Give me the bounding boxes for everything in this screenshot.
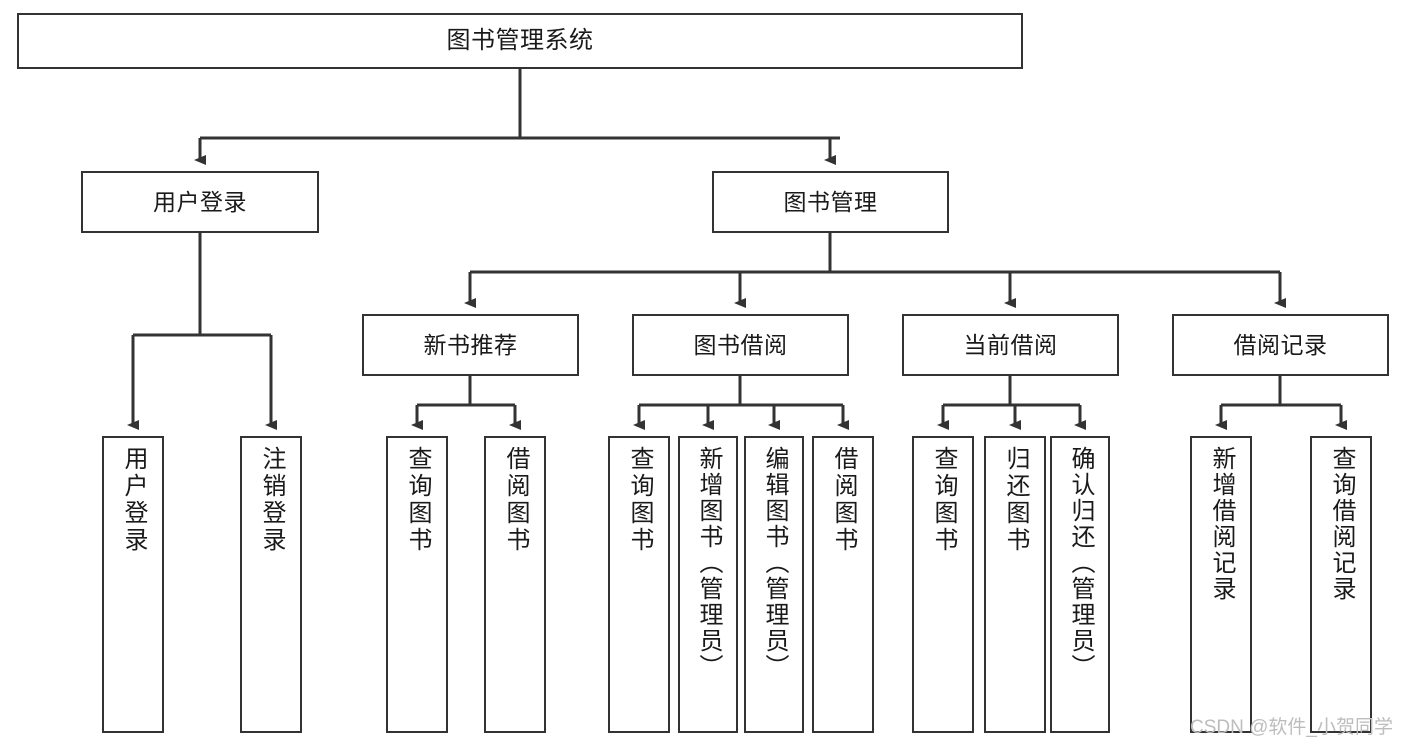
leaf-confirm-return-admin[interactable]: 确认归还（管理员）	[1050, 436, 1110, 733]
node-user-login[interactable]: 用户登录	[81, 171, 319, 233]
leaf-user-login[interactable]: 用户登录	[102, 436, 164, 733]
leaf-return-book-label: 归还图书	[1002, 446, 1029, 554]
leaf-borrow-book-label: 借阅图书	[830, 446, 857, 554]
edge-record-to-leaves	[1215, 376, 1347, 430]
leaf-add-book-admin[interactable]: 新增图书（管理员）	[678, 436, 738, 733]
leaf-query-book-current-label: 查询图书	[930, 446, 957, 554]
leaf-return-book[interactable]: 归还图书	[984, 436, 1046, 733]
leaf-add-borrow-record-label: 新增借阅记录	[1208, 446, 1235, 602]
csdn-watermark: CSDN @软件_小贺同学	[1190, 717, 1393, 738]
node-new-book-recommend-label: 新书推荐	[423, 331, 518, 358]
leaf-query-book-current[interactable]: 查询图书	[912, 436, 974, 733]
node-current-borrow[interactable]: 当前借阅	[902, 314, 1119, 376]
node-book-borrow-label: 图书借阅	[693, 331, 788, 358]
leaf-logout-label: 注销登录	[258, 446, 285, 554]
leaf-edit-book-admin[interactable]: 编辑图书（管理员）	[744, 436, 804, 733]
leaf-query-borrow-record-label: 查询借阅记录	[1328, 446, 1355, 602]
edge-borrow-to-leaves	[633, 376, 849, 430]
leaf-logout[interactable]: 注销登录	[240, 436, 302, 733]
node-root[interactable]: 图书管理系统	[17, 13, 1023, 69]
edge-root-to-level2	[194, 69, 840, 165]
edge-newbook-to-leaves	[411, 376, 521, 430]
edge-current-to-leaves	[937, 376, 1086, 430]
leaf-add-borrow-record[interactable]: 新增借阅记录	[1190, 436, 1252, 733]
edge-user-to-leaves	[127, 233, 277, 430]
node-borrow-record[interactable]: 借阅记录	[1172, 314, 1389, 376]
leaf-borrow-book-rec[interactable]: 借阅图书	[484, 436, 546, 733]
node-borrow-record-label: 借阅记录	[1233, 331, 1328, 358]
node-user-login-label: 用户登录	[153, 188, 247, 215]
node-book-management[interactable]: 图书管理	[712, 171, 949, 233]
leaf-query-borrow-record[interactable]: 查询借阅记录	[1310, 436, 1372, 733]
leaf-user-login-label: 用户登录	[120, 446, 147, 554]
leaf-add-book-admin-label: 新增图书（管理员）	[695, 446, 722, 680]
node-current-borrow-label: 当前借阅	[963, 331, 1058, 358]
leaf-query-book-rec[interactable]: 查询图书	[386, 436, 448, 733]
leaf-query-book-rec-label: 查询图书	[404, 446, 431, 554]
leaf-borrow-book-rec-label: 借阅图书	[502, 446, 529, 554]
leaf-confirm-return-admin-label: 确认归还（管理员）	[1067, 446, 1094, 680]
leaf-borrow-book[interactable]: 借阅图书	[812, 436, 874, 733]
node-book-borrow[interactable]: 图书借阅	[632, 314, 849, 376]
node-root-label: 图书管理系统	[446, 27, 594, 55]
leaf-query-book-borrow-label: 查询图书	[626, 446, 653, 554]
edge-book-to-level3	[464, 233, 1286, 308]
node-new-book-recommend[interactable]: 新书推荐	[362, 314, 579, 376]
leaf-edit-book-admin-label: 编辑图书（管理员）	[761, 446, 788, 680]
leaf-query-book-borrow[interactable]: 查询图书	[608, 436, 670, 733]
node-book-management-label: 图书管理	[783, 188, 878, 215]
